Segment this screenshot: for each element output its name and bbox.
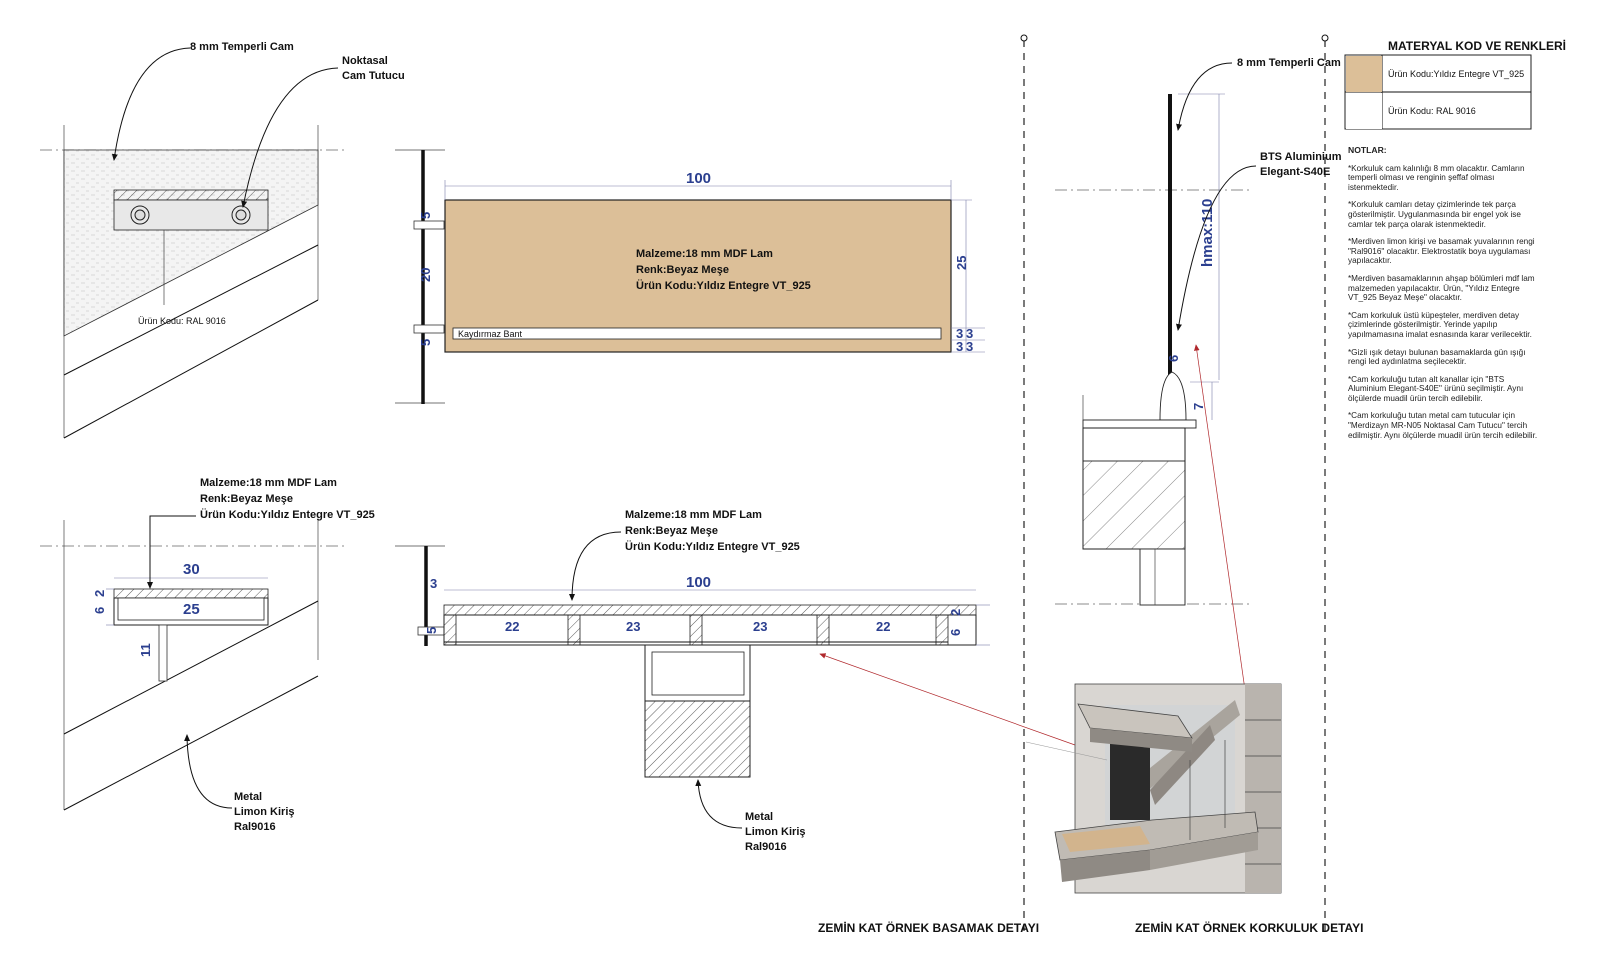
dim-100-d: 100 [686, 574, 711, 591]
dim-7-e: 7 [1191, 403, 1206, 410]
dim-3-b4: 3 [966, 339, 973, 354]
detail-step-section-small: 30 25 2 6 11 Malzeme:18 mm MDF Lam Renk:… [40, 477, 375, 833]
material-label-d2: Renk:Beyaz Meşe [625, 525, 718, 537]
material-label-b3: Ürün Kodu:Yıldız Entegre VT_925 [636, 279, 811, 292]
sheet-separators [1020, 34, 1329, 935]
material-label-c1: Malzeme:18 mm MDF Lam [200, 477, 337, 489]
dim-5-d: 5 [424, 627, 439, 634]
legend-swatch-wood [1346, 56, 1382, 92]
title-step-detail: ZEMİN KAT ÖRNEK BASAMAK DETAYI [818, 920, 1039, 935]
material-label-b1: Malzeme:18 mm MDF Lam [636, 248, 773, 260]
dim-2-d: 2 [948, 609, 963, 616]
dim-11-c: 11 [138, 643, 153, 657]
note-item: *Korkuluk camları detay çizimlerinde tek… [1348, 200, 1521, 229]
notes-heading: NOTLAR: [1348, 145, 1387, 155]
dim-3-b1: 3 [956, 326, 963, 341]
note-item: *Cam korkuluğu tutan alt kanallar için "… [1348, 374, 1524, 403]
dim-5-b1: 5 [418, 212, 433, 219]
note-item: *Gizli ışık detayı bulunan basamaklarda … [1348, 347, 1526, 367]
material-label-d3: Ürün Kodu:Yıldız Entegre VT_925 [625, 540, 800, 553]
legend-title: MATERYAL KOD VE RENKLERİ [1388, 38, 1566, 53]
material-label-d1: Malzeme:18 mm MDF Lam [625, 509, 762, 521]
metal-label-c3: Ral9016 [234, 821, 276, 833]
material-legend: MATERYAL KOD VE RENKLERİ Ürün Kodu:Yıldı… [1344, 38, 1566, 130]
notes-panel: NOTLAR: *Korkuluk cam kalınlığı 8 mm ola… [1348, 145, 1538, 448]
metal-label-d1: Metal [745, 811, 773, 823]
bts-label-2: Elegant-S40E [1260, 166, 1330, 178]
legend-row-label: Ürün Kodu: RAL 9016 [1388, 106, 1476, 116]
legend-swatch-white [1346, 93, 1382, 129]
bts-label-1: BTS Aluminium [1260, 151, 1342, 163]
note-item: *Cam korkuluğu tutan metal cam tutucular… [1348, 411, 1538, 440]
dim-22-d1: 22 [505, 619, 519, 634]
dim-25-c: 25 [183, 601, 200, 618]
material-label-c3: Ürün Kodu:Yıldız Entegre VT_925 [200, 508, 375, 521]
note-item: *Merdiven limon kirişi ve basamak yuvala… [1348, 237, 1535, 266]
dim-5-b2: 5 [418, 339, 433, 346]
dim-2-c: 2 [92, 590, 107, 597]
dim-23-d2: 23 [753, 619, 767, 634]
metal-label-c1: Metal [234, 791, 262, 803]
dim-6-c: 6 [92, 607, 107, 614]
dim-25-b: 25 [954, 256, 969, 270]
point-holder-label-2: Cam Tutucu [342, 70, 405, 82]
non-slip-label: Kaydırmaz Bant [458, 329, 523, 339]
dim-hmax: hmax:110 [1199, 199, 1216, 267]
dim-23-d1: 23 [626, 619, 640, 634]
note-item: *Cam korkuluk üstü küpeşteler, merdiven … [1348, 310, 1532, 339]
material-label-b2: Renk:Beyaz Meşe [636, 264, 729, 276]
tempered-glass-label-e: 8 mm Temperli Cam [1237, 57, 1341, 69]
step-wood-panel [444, 199, 952, 353]
dim-3-b3: 3 [966, 326, 973, 341]
dim-6-e: 6 [1166, 355, 1181, 362]
ral-code-label: Ürün Kodu: RAL 9016 [138, 316, 226, 326]
tempered-glass-label-a: 8 mm Temperli Cam [190, 41, 294, 53]
material-label-c2: Renk:Beyaz Meşe [200, 493, 293, 505]
dim-20-b: 20 [418, 268, 433, 282]
title-railing-detail: ZEMİN KAT ÖRNEK KORKULUK DETAYI [1135, 920, 1363, 935]
dim-6-d: 6 [948, 629, 963, 636]
detail-step-front: Kaydırmaz Bant Malzeme:18 mm MDF Lam Ren… [395, 149, 985, 404]
dim-100-b: 100 [686, 170, 711, 187]
note-item: *Merdiven basamaklarının ahşap bölümleri… [1348, 273, 1535, 303]
dim-22-d2: 22 [876, 619, 890, 634]
dim-3-d: 3 [430, 576, 437, 591]
dim-3-b2: 3 [956, 339, 963, 354]
note-item: *Korkuluk cam kalınlığı 8 mm olacaktır. … [1348, 163, 1525, 192]
detail-step-section-long: 22 23 23 22 100 3 5 2 6 Malzeme:18 mm MD… [395, 509, 1076, 853]
detail-railing-section: hmax:110 7 6 8 mm Temperli Cam BTS Alumi… [1055, 57, 1342, 691]
metal-label-c2: Limon Kiriş [234, 806, 295, 818]
metal-label-d2: Limon Kiriş [745, 826, 806, 838]
metal-label-d3: Ral9016 [745, 841, 787, 853]
detail-glass-holder: 8 mm Temperli Cam Noktasal Cam Tutucu Ür… [40, 41, 405, 439]
dim-30-c: 30 [183, 561, 200, 578]
staircase-3d-view [1054, 683, 1282, 894]
legend-row-label: Ürün Kodu:Yıldız Entegre VT_925 [1388, 69, 1524, 79]
point-holder-label-1: Noktasal [342, 55, 388, 67]
